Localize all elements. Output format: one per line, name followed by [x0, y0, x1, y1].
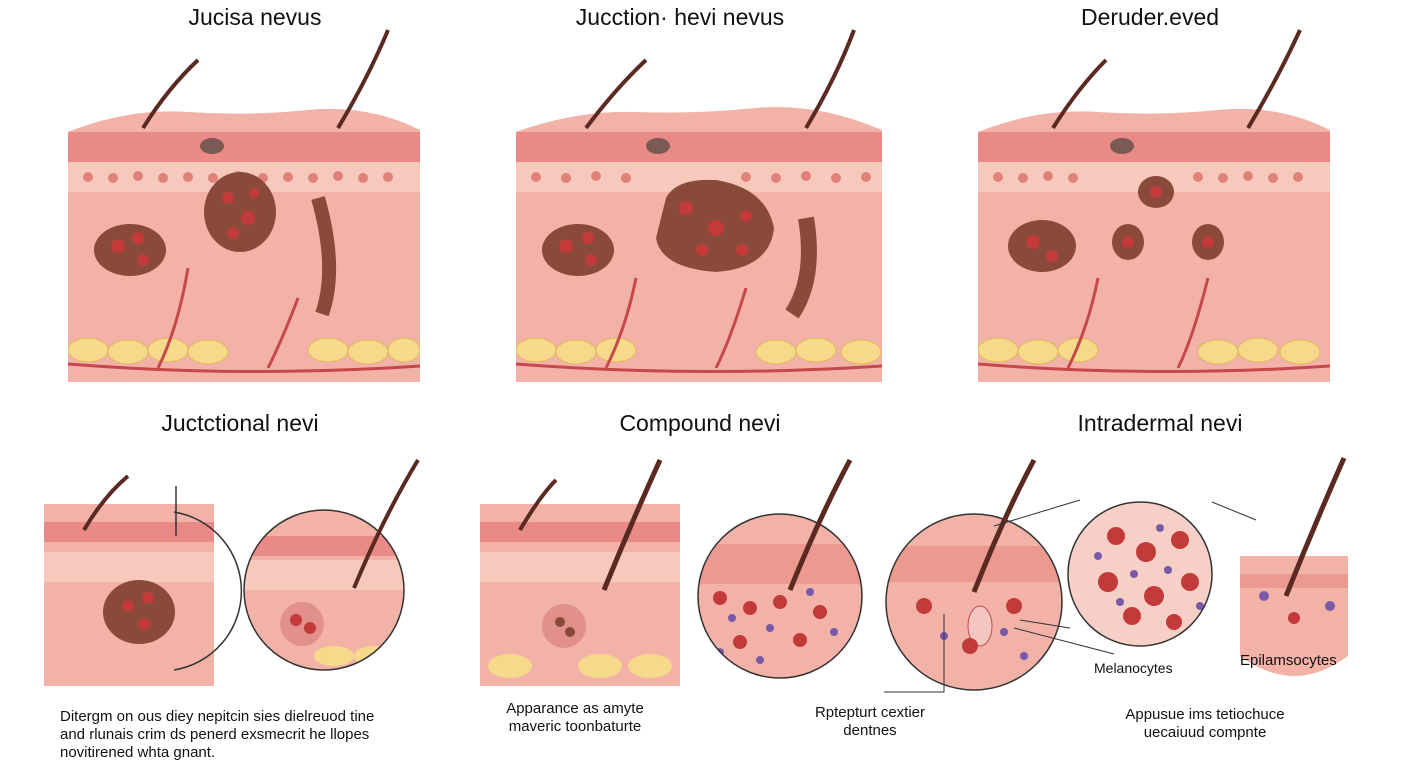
- title-mid-3: Intradermal nevi: [1077, 410, 1243, 436]
- caption-detail: Rptepturt cextier dentnes: [790, 704, 950, 740]
- bottom-panel-compound: [480, 456, 878, 686]
- caption-line: Ditergm on ous diey nepitcin sies dielre…: [60, 708, 375, 725]
- hair-follicle: [141, 29, 390, 130]
- blood-vessel: [68, 267, 420, 374]
- caption-line: Rptepturt cextier: [814, 704, 926, 721]
- title-top-3: Deruder.eved: [1080, 4, 1220, 30]
- caption-line: uecaiuud compnte: [1143, 724, 1267, 741]
- caption-compound: Apparance as amyte maveric toonbaturte: [500, 700, 650, 736]
- bottom-panel-junctional: [44, 456, 424, 686]
- blood-vessel: [978, 277, 1330, 374]
- fat-cells: [978, 337, 1321, 365]
- caption-line: maveric toonbaturte: [508, 718, 642, 735]
- caption-line: Appusue ims tetiochuce: [1125, 706, 1285, 723]
- label-melanocytes: Melanocytes: [1094, 660, 1173, 676]
- title-top-1: Jucisa nevus: [188, 4, 322, 30]
- caption-line: dentnes: [843, 722, 897, 739]
- caption-line: and rlunais crim ds penerd exsmecrit he …: [60, 726, 370, 743]
- caption-line: Apparance as amyte: [506, 700, 644, 717]
- title-top-2: Jucction· hevi nevus: [575, 4, 785, 30]
- hair-follicle: [1051, 29, 1302, 130]
- nest-of-melanocytes: [1008, 176, 1224, 272]
- fat-cells: [516, 337, 882, 365]
- skin-panel-intradermal: [978, 28, 1330, 384]
- fat-cells: [68, 337, 420, 365]
- hair-follicle: [584, 29, 856, 130]
- label-epilamsocytes: Epilamsocytes: [1240, 652, 1337, 669]
- blood-vessel: [516, 277, 882, 374]
- bottom-panel-intradermal: [884, 456, 1364, 696]
- title-mid-2: Compound nevi: [619, 410, 781, 436]
- skin-panel-junctional: [68, 28, 420, 384]
- title-mid-1: Juctctional nevi: [161, 410, 319, 436]
- caption-intradermal: Appusue ims tetiochuce uecaiuud compnte: [1110, 706, 1300, 742]
- skin-panel-junction-hevi: [516, 28, 882, 384]
- caption-junctional: Ditergm on ous diey nepitcin sies dielre…: [60, 708, 374, 762]
- nest-of-melanocytes: [542, 179, 774, 276]
- caption-line: novitirened whta gnant.: [60, 744, 216, 761]
- nest-of-melanocytes: [94, 172, 276, 276]
